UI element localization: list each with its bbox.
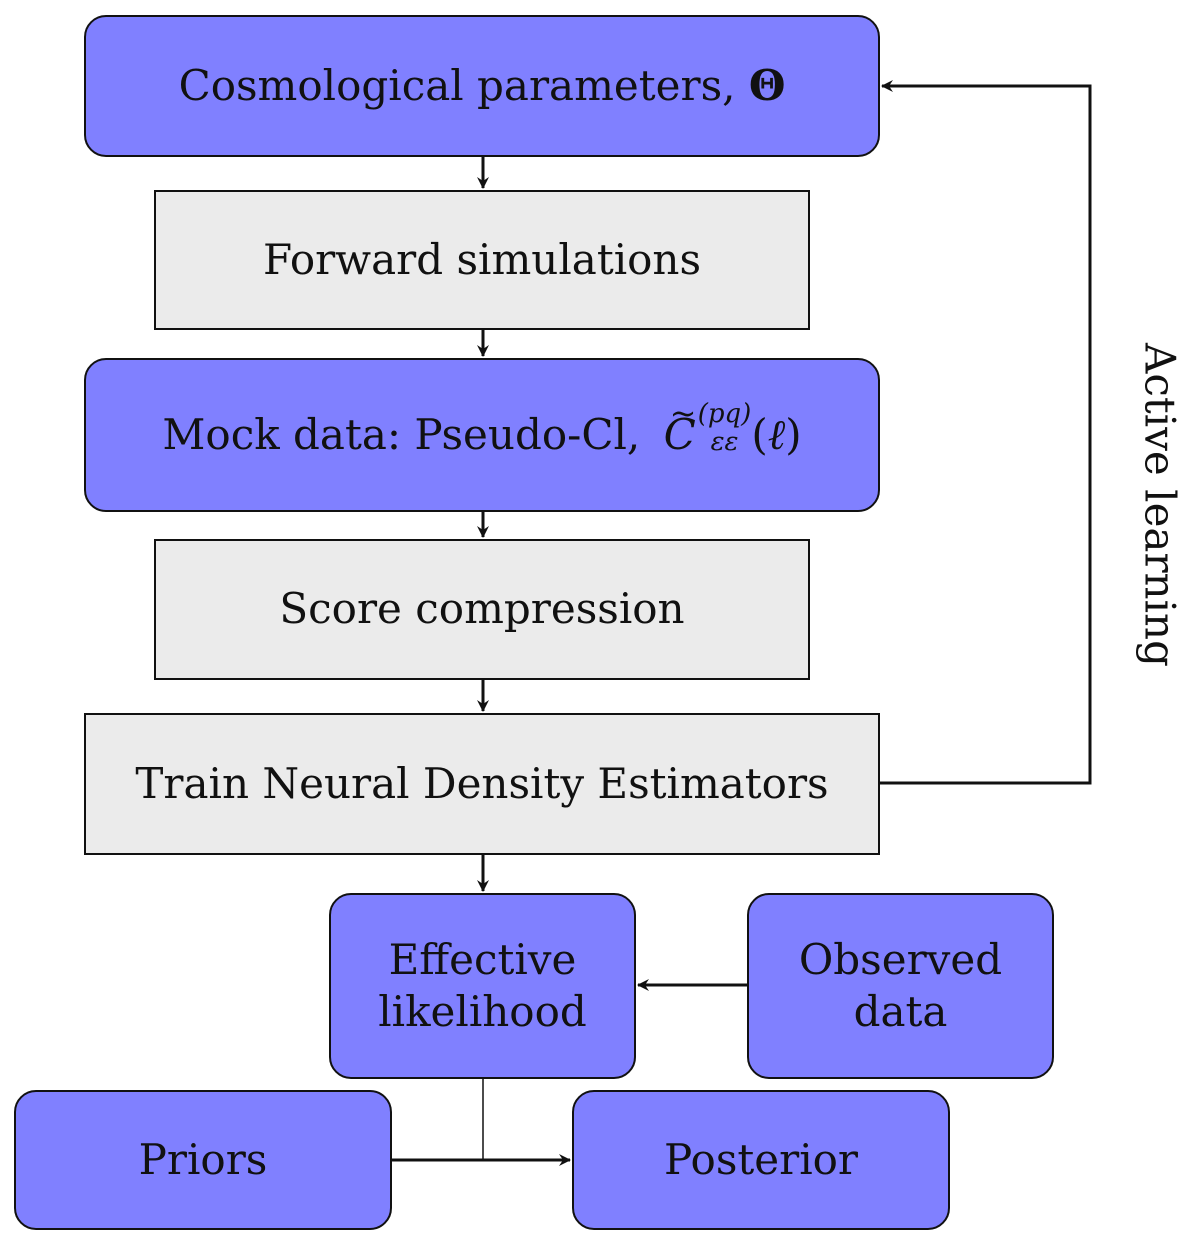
effective-likelihood-line2: likelihood	[378, 987, 587, 1036]
mock-data-label: Mock data: Pseudo-Cl, C(pq)εε(ℓ)	[162, 393, 801, 462]
cosmological-parameters-text: Cosmological parameters,	[178, 60, 749, 110]
pseudo-cl-superscript: (pq)	[697, 398, 752, 429]
argument-close: )	[785, 409, 802, 459]
ell-argument: (ℓ)	[751, 410, 801, 459]
forward-simulations-node: Forward simulations	[154, 190, 810, 330]
posterior-label: Posterior	[663, 1134, 858, 1184]
priors-label: Priors	[138, 1134, 268, 1184]
mock-data-node: Mock data: Pseudo-Cl, C(pq)εε(ℓ)	[84, 358, 880, 512]
train-nde-node: Train Neural Density Estimators	[84, 713, 880, 855]
forward-simulations-label: Forward simulations	[262, 234, 702, 284]
mock-data-text: Mock data: Pseudo-Cl,	[162, 409, 654, 459]
observed-data-line2: data	[853, 987, 948, 1036]
c-tilde-base: C	[664, 393, 697, 462]
pseudo-cl-subscript: εε	[710, 426, 739, 457]
active-learning-label: Active learning	[1135, 343, 1185, 667]
argument-open: (	[751, 409, 768, 459]
score-compression-label: Score compression	[279, 584, 685, 634]
cosmological-parameters-node: Cosmological parameters, Θ	[84, 15, 880, 157]
ell-symbol: ℓ	[767, 409, 786, 459]
cosmological-parameters-label: Cosmological parameters, Θ	[179, 60, 786, 113]
effective-likelihood-label: Effective likelihood	[378, 934, 587, 1039]
effective-likelihood-line1: Effective	[388, 934, 577, 984]
priors-node: Priors	[14, 1090, 392, 1230]
theta-symbol: Θ	[748, 60, 786, 110]
observed-data-line1: Observed	[798, 934, 1003, 984]
arrow-active-learning-loop	[880, 80, 1092, 785]
effective-likelihood-node: Effective likelihood	[329, 893, 636, 1079]
score-compression-node: Score compression	[154, 539, 810, 680]
train-nde-label: Train Neural Density Estimators	[135, 758, 829, 808]
pseudo-cl-indices: (pq)εε	[698, 401, 752, 455]
pseudo-cl-symbol: C(pq)εε	[664, 393, 752, 462]
observed-data-node: Observed data	[747, 893, 1054, 1079]
observed-data-label: Observed data	[799, 934, 1002, 1039]
posterior-node: Posterior	[572, 1090, 950, 1230]
